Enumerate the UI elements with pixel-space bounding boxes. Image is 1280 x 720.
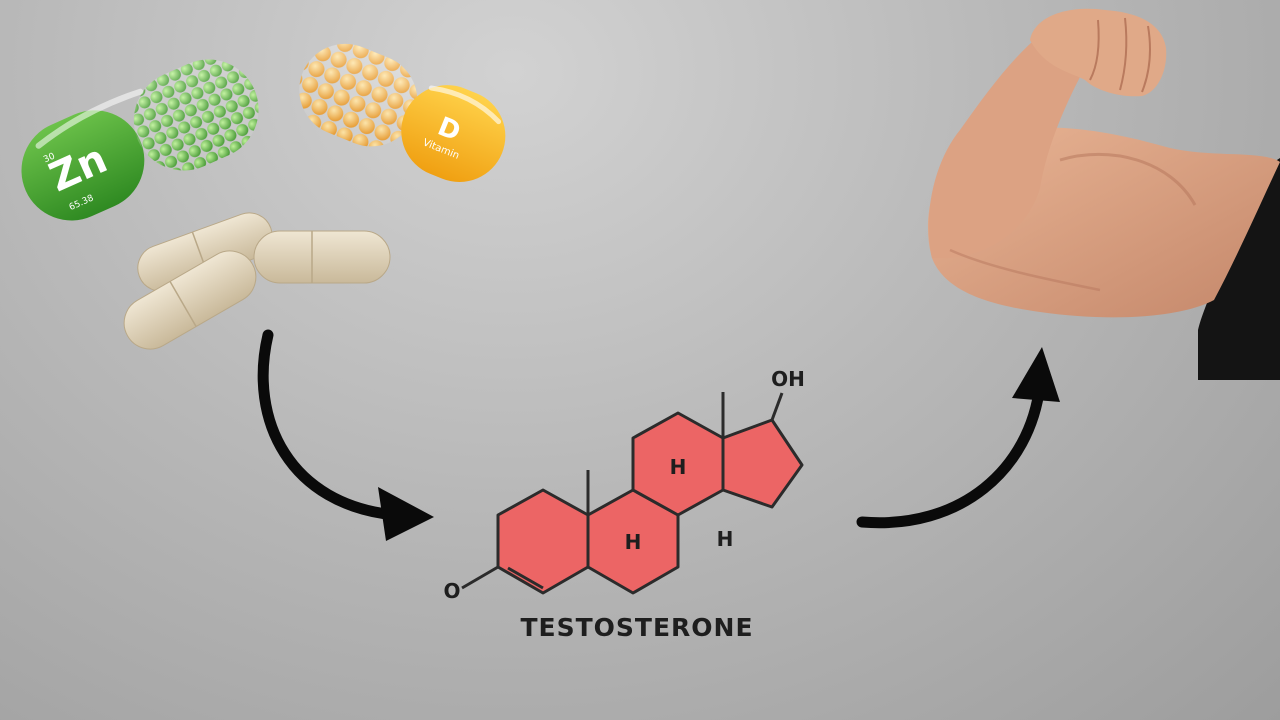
carbonyl-bond	[461, 565, 499, 590]
herbal-capsules	[123, 212, 391, 350]
oxygen-label: O	[443, 579, 460, 603]
zinc-capsule: Zn 30 65.38	[21, 59, 259, 221]
hydroxyl-label: OH	[771, 367, 805, 391]
arrow-testosterone-to-muscle	[856, 347, 1060, 529]
hydroxyl-bond	[770, 392, 784, 421]
hydrogen-label-3: H	[717, 527, 734, 551]
ring-a	[496, 488, 590, 595]
ring-d	[721, 418, 804, 509]
flexed-arm-photo	[927, 8, 1280, 380]
arrow-supplements-to-testosterone	[257, 329, 434, 541]
testosterone-molecule	[461, 392, 804, 595]
hydrogen-label-2: H	[625, 530, 642, 554]
double-bond	[507, 566, 544, 590]
molecule-name: TESTOSTERONE	[520, 613, 753, 642]
zinc-atomic-number: 30	[42, 151, 57, 165]
hydrogen-label-1: H	[670, 455, 687, 479]
vitamin-d-capsule: D Vitamin	[299, 43, 506, 182]
